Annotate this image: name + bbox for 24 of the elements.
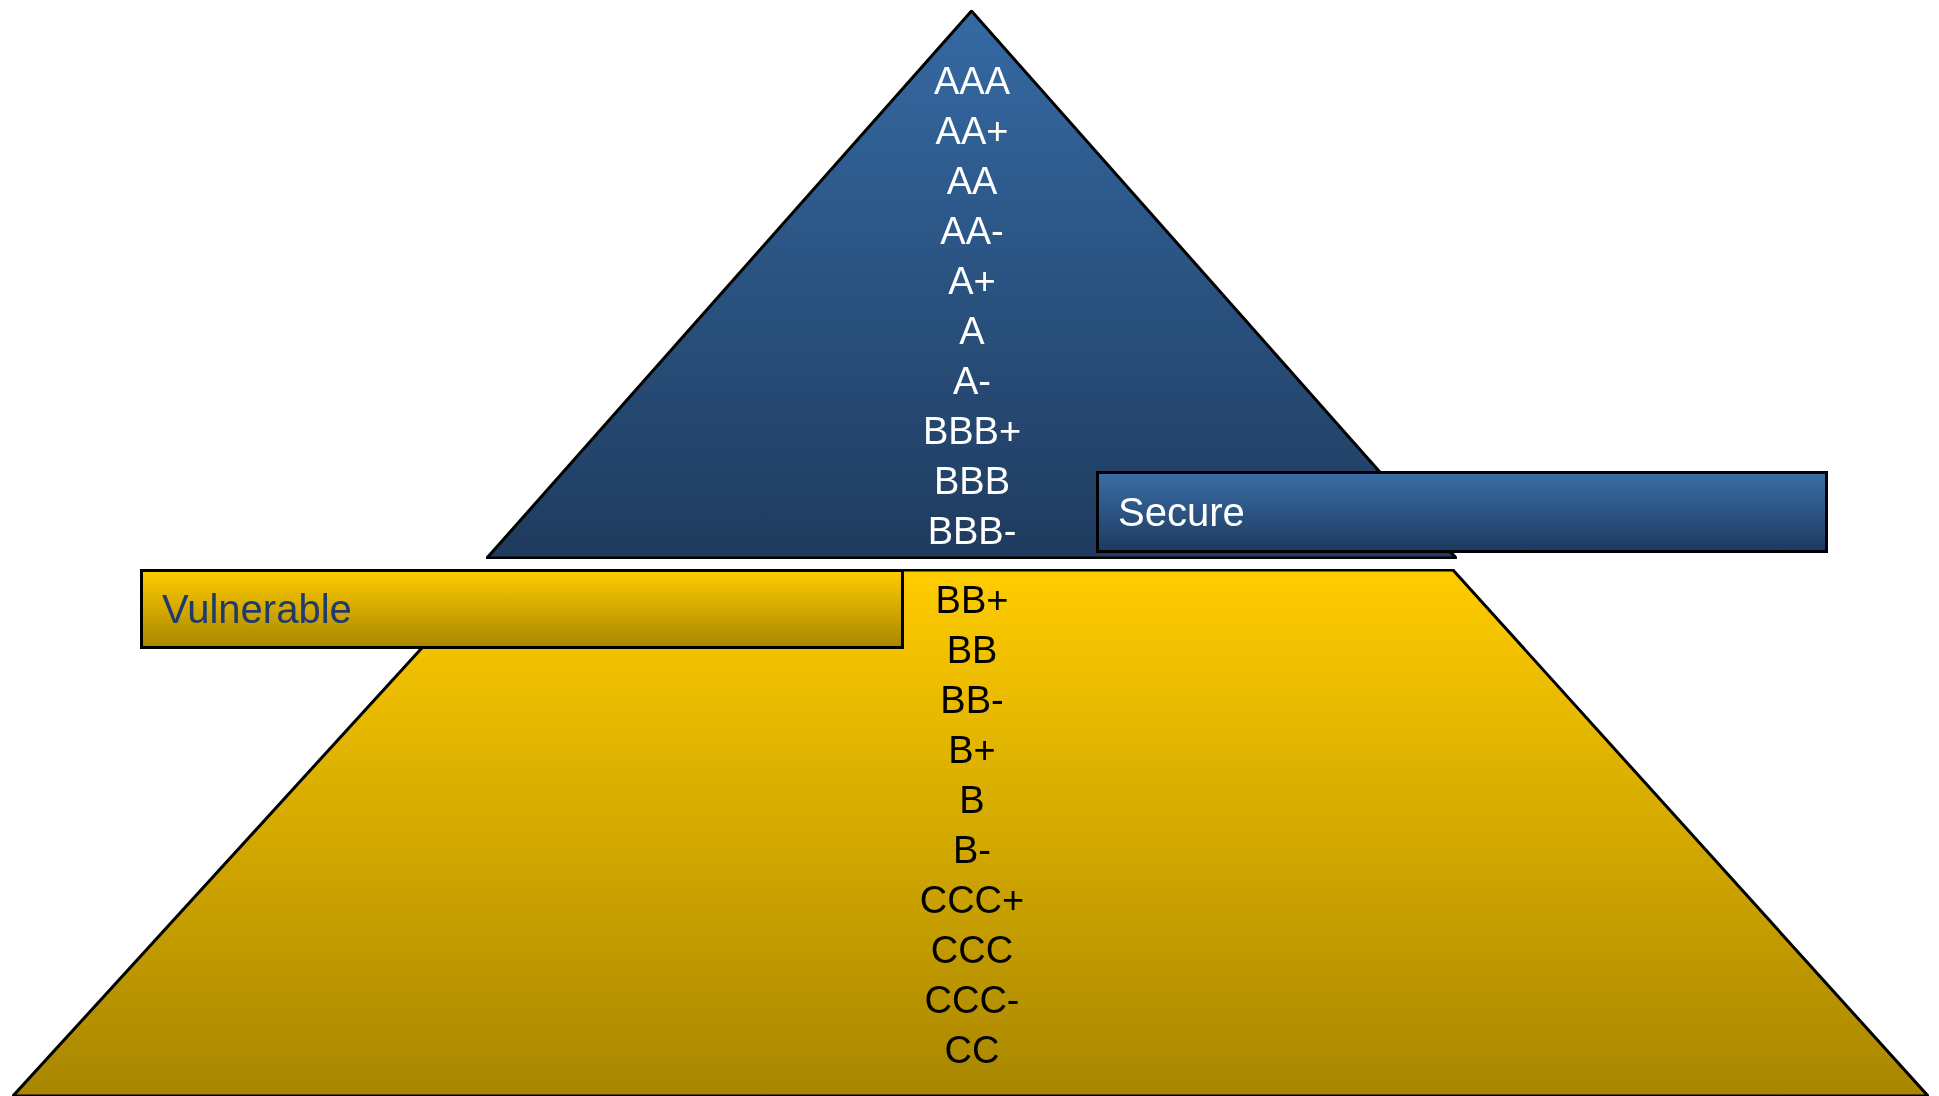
rating-label: BB+: [935, 578, 1009, 623]
pyramid-base: [12, 569, 1929, 1096]
rating-label: BB: [946, 628, 998, 673]
rating-label: CCC+: [919, 878, 1025, 923]
tier-label: Vulnerable: [162, 586, 352, 632]
rating-label: AAA: [934, 59, 1010, 104]
rating-label: BBB-: [927, 509, 1017, 554]
rating-label: A+: [948, 259, 996, 304]
rating-label: BBB: [934, 459, 1010, 504]
tier-label-box: [1096, 471, 1828, 553]
rating-label: AA+: [935, 109, 1009, 154]
rating-label: CCC: [930, 928, 1014, 973]
rating-label: AA-: [940, 209, 1004, 254]
rating-label: B: [959, 778, 985, 823]
rating-label: CCC-: [924, 978, 1020, 1023]
rating-label: CC: [944, 1028, 1000, 1073]
tier-label: Secure: [1118, 489, 1245, 535]
rating-label: BB-: [940, 678, 1004, 723]
rating-label: B+: [948, 728, 996, 773]
rating-label: A-: [953, 359, 991, 404]
rating-label: A: [959, 309, 985, 354]
rating-label: B-: [953, 828, 991, 873]
rating-label: AA: [946, 159, 998, 204]
rating-label: BBB+: [922, 409, 1022, 454]
